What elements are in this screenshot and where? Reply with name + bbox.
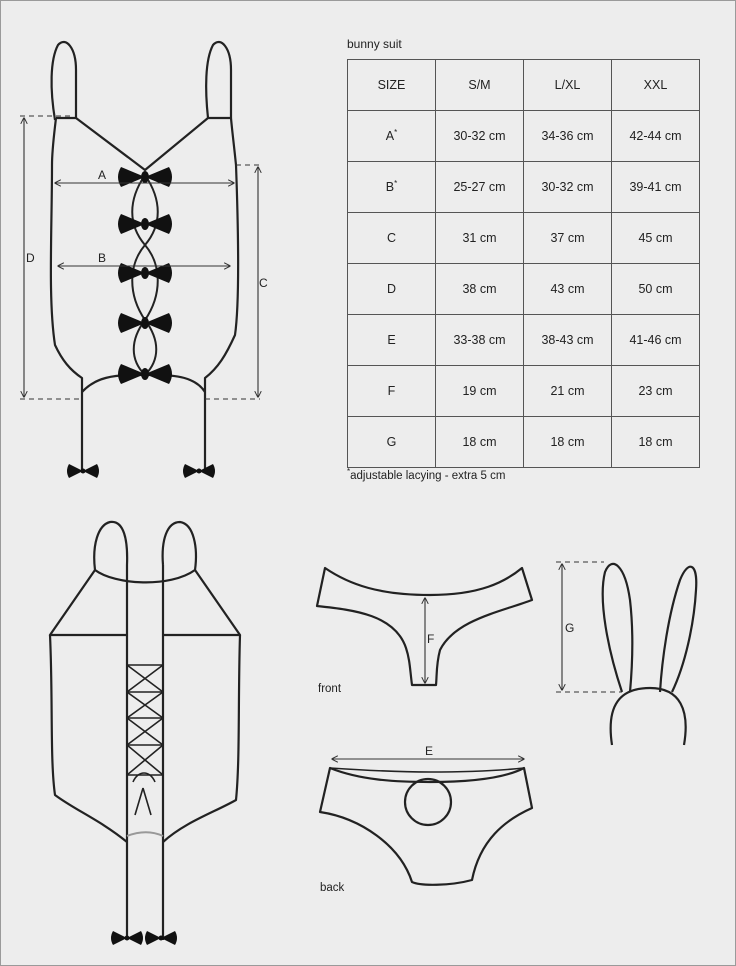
table-row: F 19 cm 21 cm 23 cm — [347, 365, 700, 417]
header-lxl: L/XL — [523, 59, 612, 111]
label-c: C — [259, 276, 268, 290]
bow-icon — [118, 364, 172, 384]
table-cell: 45 cm — [611, 212, 700, 264]
back-bodysuit-drawing — [48, 520, 242, 940]
bow-icon — [183, 464, 215, 478]
caption-front: front — [318, 683, 342, 695]
table-row: G 18 cm 18 cm 18 cm — [347, 416, 700, 468]
table-cell: 31 cm — [435, 212, 524, 264]
label-b: B — [98, 251, 106, 265]
table-cell: 30-32 cm — [435, 110, 524, 162]
bow-icon — [118, 214, 172, 234]
label-a: A — [98, 168, 106, 182]
table-cell: 38-43 cm — [523, 314, 612, 366]
table-cell: 38 cm — [435, 263, 524, 315]
bow-icon — [145, 931, 177, 945]
label-g: G — [565, 621, 574, 635]
bunny-ears-drawing — [601, 562, 698, 746]
table-cell: 18 cm — [523, 416, 612, 468]
header-sm: S/M — [435, 59, 524, 111]
table-cell: 43 cm — [523, 263, 612, 315]
table-cell: 50 cm — [611, 263, 700, 315]
table-row: D 38 cm 43 cm 50 cm — [347, 263, 700, 315]
row-label: A* — [347, 110, 436, 162]
table-cell: 19 cm — [435, 365, 524, 417]
footnote: *adjustable lacying - extra 5 cm — [347, 467, 506, 482]
front-bodysuit-drawing — [49, 40, 240, 470]
table-cell: 18 cm — [611, 416, 700, 468]
table-cell: 18 cm — [435, 416, 524, 468]
header-size: SIZE — [347, 59, 436, 111]
caption-back: back — [320, 882, 345, 894]
table-cell: 30-32 cm — [523, 161, 612, 213]
front-measure-guides — [20, 115, 260, 400]
table-cell: 25-27 cm — [435, 161, 524, 213]
front-panty-drawing — [315, 566, 534, 687]
table-header-row: SIZE S/M L/XL XXL — [347, 59, 700, 111]
page-title: bunny suit — [347, 37, 402, 51]
back-panty-drawing — [318, 766, 534, 886]
label-f: F — [427, 632, 434, 646]
row-label: G — [347, 416, 436, 468]
label-e: E — [425, 744, 433, 758]
table-cell: 41-46 cm — [611, 314, 700, 366]
table-row: B* 25-27 cm 30-32 cm 39-41 cm — [347, 161, 700, 213]
table-row: C 31 cm 37 cm 45 cm — [347, 212, 700, 264]
bow-icon — [118, 313, 172, 333]
ears-guide — [556, 561, 622, 693]
table-cell: 39-41 cm — [611, 161, 700, 213]
row-label: C — [347, 212, 436, 264]
label-d: D — [26, 251, 35, 265]
size-table: SIZE S/M L/XL XXL A* 30-32 cm 34-36 cm 4… — [347, 59, 700, 468]
